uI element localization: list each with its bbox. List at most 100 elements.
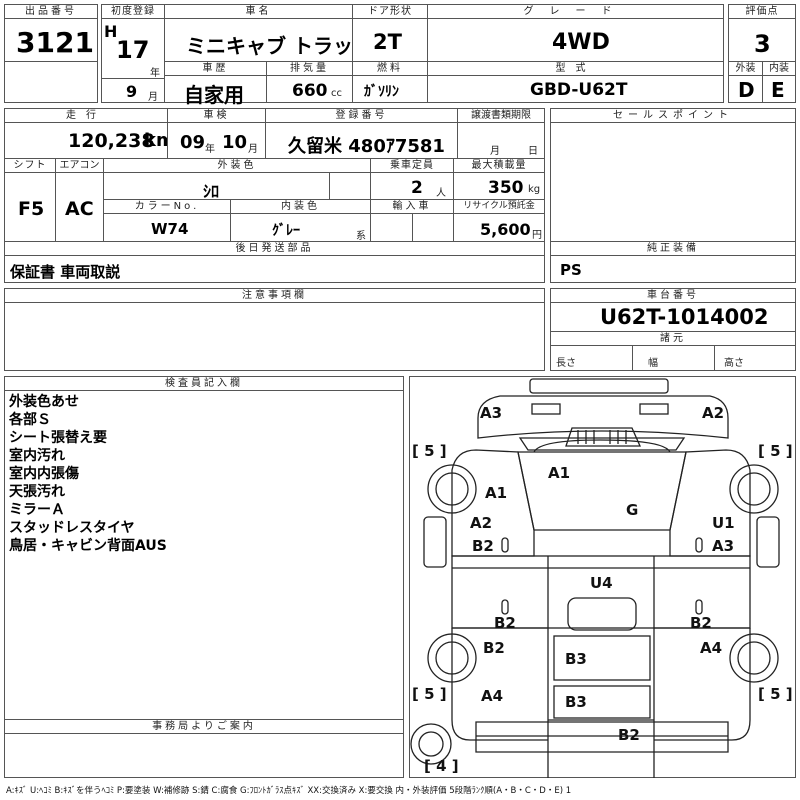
inspector-note-line: ミラーＡ <box>9 502 65 518</box>
reg-year: 17 <box>116 36 150 64</box>
reg-label: 初度登録 <box>101 4 165 19</box>
int-grade-label: 内装 <box>762 61 796 76</box>
history-value: 自家用 <box>184 83 244 107</box>
damage-mark: B2 <box>483 639 505 657</box>
notes-label: 注意事項欄 <box>4 288 545 303</box>
damage-mark: A2 <box>470 514 492 532</box>
lot-number: 3121 <box>16 26 94 59</box>
front-bumper-shape <box>529 378 669 394</box>
inspector-cell <box>4 376 404 720</box>
right-side-shape <box>669 449 751 557</box>
chassis-label: 車台番号 <box>550 288 796 303</box>
fuel-label: 燃料 <box>352 61 428 76</box>
name-label: 車名 <box>164 4 353 19</box>
inspector-note-line: 室内汚れ <box>9 448 65 464</box>
left-side-shape <box>451 449 535 557</box>
tire-rear-right <box>729 633 779 683</box>
capacity-value: 2 <box>411 178 423 198</box>
damage-mark: B3 <box>565 693 587 711</box>
diagram-cell <box>409 376 796 778</box>
inspector-note-line: 外装色あせ <box>9 394 79 410</box>
grade-label: グレード <box>427 4 724 19</box>
interior-unit: 系 <box>356 231 366 242</box>
tire-tread-score: [ 5 ] <box>758 685 793 703</box>
fuel-value: ｶﾞｿﾘﾝ <box>364 84 399 100</box>
damage-mark: B2 <box>618 726 640 744</box>
inspect-month-unit: 月 <box>248 144 258 155</box>
later-label: 後日発送部品 <box>4 241 545 256</box>
disp-unit: cc <box>331 88 342 99</box>
capacity-unit: 人 <box>436 188 446 199</box>
inspector-note-line: 各部Ｓ <box>9 412 51 428</box>
chassis-number: U62T-1014002 <box>600 305 769 329</box>
front-plate-shape-2 <box>639 403 669 415</box>
model-label: 型式 <box>427 61 724 76</box>
inspector-note-line: シート張替え要 <box>9 430 107 446</box>
genuine-label: 純正装備 <box>550 241 796 256</box>
later-value: 保証書 車両取説 <box>10 263 121 281</box>
inspector-note-line: スタッドレスタイヤ <box>9 520 135 536</box>
front-plate-shape <box>531 403 561 415</box>
score-value: 3 <box>754 30 771 58</box>
rear-bumper-shape <box>475 721 729 753</box>
reg-divider <box>101 78 165 79</box>
damage-mark: U4 <box>590 574 613 592</box>
cabin-shape <box>517 451 687 531</box>
rear-right-side-shape <box>653 627 751 778</box>
ext-grade-label: 外装 <box>728 61 763 76</box>
disp-value: 660 <box>292 81 328 101</box>
inspector-note-line: 鳥居・キャビン背面AUS <box>9 538 167 554</box>
interior-value: ｸﾞﾚｰ <box>272 223 300 239</box>
damage-mark: B3 <box>565 650 587 668</box>
spec-divider-2 <box>714 346 715 371</box>
door-label: ドア形状 <box>352 4 428 19</box>
tire-tread-score: [ 4 ] <box>424 757 459 775</box>
spare-tire <box>410 723 452 765</box>
lot-empty-cell <box>4 61 98 103</box>
color-divider <box>329 173 330 200</box>
office-label: 事務局よりご案内 <box>4 719 404 734</box>
score-label: 評価点 <box>728 4 796 19</box>
front-body-shape <box>477 395 729 439</box>
windshield-shape <box>518 437 686 451</box>
damage-mark: A3 <box>712 537 734 555</box>
damage-mark: G <box>626 501 638 519</box>
inspector-note-line: 天張汚れ <box>9 484 65 500</box>
spec-label: 諸元 <box>550 331 796 346</box>
mileage-label: 走行 <box>4 108 168 123</box>
rear-window-shape <box>533 439 671 453</box>
inspector-note-line: 室内内張傷 <box>9 466 79 482</box>
tail-gate-shape <box>553 685 651 719</box>
shift-value: F5 <box>18 198 45 220</box>
import-label: 輸入車 <box>370 199 454 214</box>
tire-front-right <box>729 464 779 514</box>
car-name: ミニキャブ トラック <box>186 34 373 58</box>
inspector-notes: 外装色あせ各部Ｓ シート張替え要室内汚れ室内内張傷天張汚れミラーＡ スタッドレスタイ… <box>9 393 389 555</box>
recycle-value: 5,600 <box>480 220 531 239</box>
load-value: 350 <box>488 178 524 198</box>
capacity-label: 乗車定員 <box>370 158 454 173</box>
width-label: 幅 <box>648 358 658 369</box>
load-label: 最大積載量 <box>453 158 545 173</box>
inspect-month: 10 <box>222 132 248 153</box>
grille-shape <box>565 427 642 447</box>
legend: A:ｷｽﾞ U:ﾍｺﾐ B:ｷｽﾞを伴うﾍｺﾐ P:要塗装 W:補修跡 S:錆 … <box>6 786 572 796</box>
rear-left-side-shape <box>451 627 549 778</box>
color-value: ｼﾛ <box>203 182 220 201</box>
ac-label: エアコン <box>55 158 104 173</box>
reg-cell <box>101 4 165 103</box>
mileage-value: 120,238 <box>68 130 155 152</box>
plate-value: 久留米 480ｱ7581 <box>288 136 445 157</box>
recycle-unit: 円 <box>532 230 542 241</box>
reg-month-unit: 月 <box>148 92 158 103</box>
damage-mark: B2 <box>472 537 494 555</box>
transfer-label: 譲渡書類期限 <box>457 108 545 123</box>
damage-mark: A1 <box>548 464 570 482</box>
sales-cell <box>550 108 796 283</box>
damage-mark: A4 <box>481 687 503 705</box>
tire-front-left <box>427 464 477 514</box>
disp-label: 排気量 <box>266 61 353 76</box>
colorno-value: W74 <box>151 220 189 238</box>
color-label: 外装色 <box>103 158 371 173</box>
